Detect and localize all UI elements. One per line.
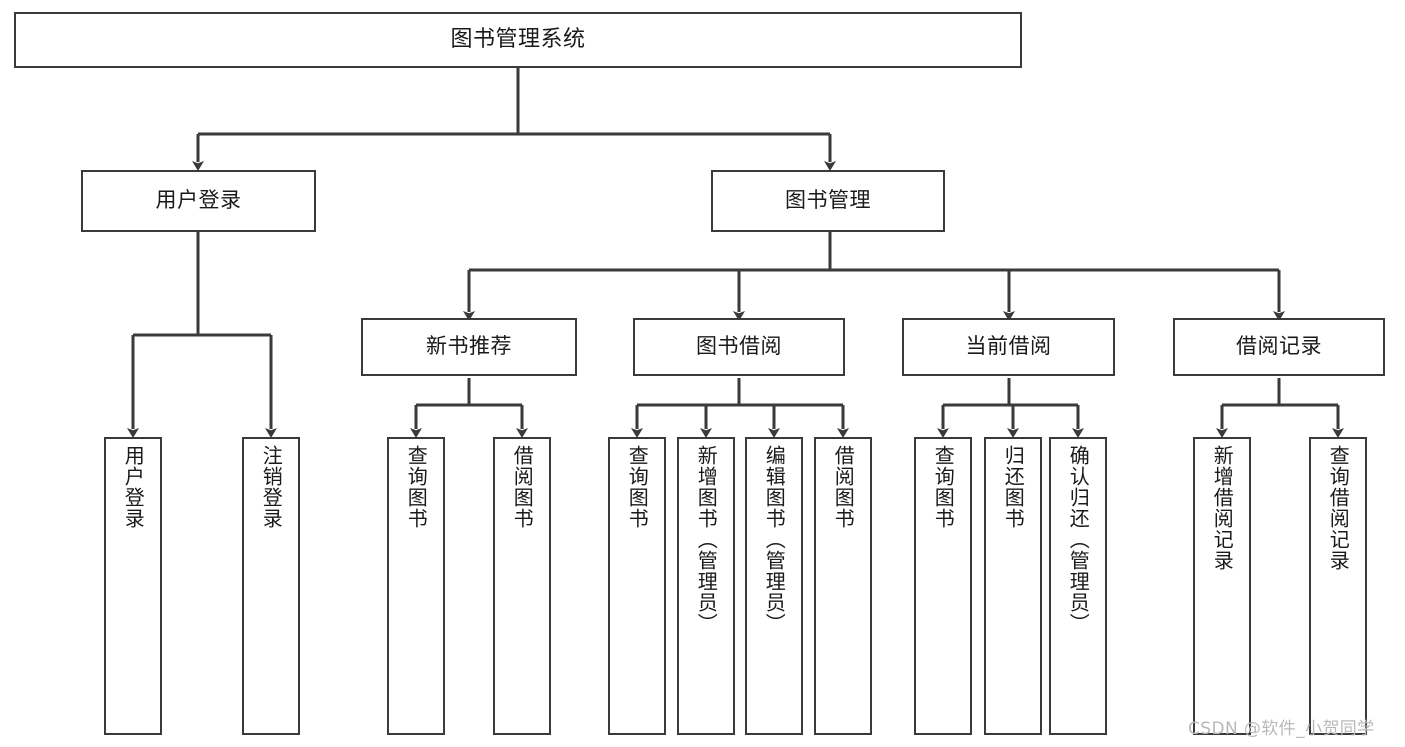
node-borrow-record[interactable]: 借阅记录 bbox=[1173, 318, 1385, 376]
node-leaf-query-book-2-label: 查询图书 bbox=[625, 445, 650, 529]
node-root-label: 图书管理系统 bbox=[450, 26, 586, 52]
node-leaf-query-book-3[interactable]: 查询图书 bbox=[914, 437, 972, 735]
node-leaf-query-record[interactable]: 查询借阅记录 bbox=[1309, 437, 1367, 735]
node-book-manage[interactable]: 图书管理 bbox=[711, 170, 945, 232]
node-leaf-query-book-2[interactable]: 查询图书 bbox=[608, 437, 666, 735]
node-leaf-return-book[interactable]: 归还图书 bbox=[984, 437, 1042, 735]
node-leaf-user-logout[interactable]: 注销登录 bbox=[242, 437, 300, 735]
node-leaf-query-record-label: 查询借阅记录 bbox=[1326, 445, 1351, 571]
node-leaf-user-logout-label: 注销登录 bbox=[259, 445, 284, 529]
node-leaf-borrow-book-1[interactable]: 借阅图书 bbox=[493, 437, 551, 735]
node-root[interactable]: 图书管理系统 bbox=[14, 12, 1022, 68]
node-new-book-recommend[interactable]: 新书推荐 bbox=[361, 318, 577, 376]
node-leaf-query-book-3-label: 查询图书 bbox=[931, 445, 956, 529]
node-leaf-user-login-label: 用户登录 bbox=[121, 445, 146, 529]
node-leaf-query-book-1[interactable]: 查询图书 bbox=[387, 437, 445, 735]
node-leaf-user-login[interactable]: 用户登录 bbox=[104, 437, 162, 735]
node-borrow-record-label: 借阅记录 bbox=[1236, 334, 1322, 359]
node-leaf-query-book-1-label: 查询图书 bbox=[404, 445, 429, 529]
node-leaf-borrow-book-2-label: 借阅图书 bbox=[831, 445, 856, 529]
node-leaf-add-record[interactable]: 新增借阅记录 bbox=[1193, 437, 1251, 735]
node-current-borrow[interactable]: 当前借阅 bbox=[902, 318, 1115, 376]
node-leaf-confirm-return[interactable]: 确认归还（管理员） bbox=[1049, 437, 1107, 735]
node-user-login-label: 用户登录 bbox=[155, 188, 242, 213]
node-leaf-borrow-book-1-label: 借阅图书 bbox=[510, 445, 535, 529]
node-leaf-return-book-label: 归还图书 bbox=[1001, 445, 1026, 529]
node-leaf-borrow-book-2[interactable]: 借阅图书 bbox=[814, 437, 872, 735]
csdn-watermark: CSDN @软件_小贺同学 bbox=[1188, 719, 1375, 739]
node-leaf-confirm-return-label: 确认归还（管理员） bbox=[1066, 445, 1091, 634]
node-book-borrow-label: 图书借阅 bbox=[696, 334, 782, 359]
node-user-login[interactable]: 用户登录 bbox=[81, 170, 316, 232]
node-current-borrow-label: 当前借阅 bbox=[965, 334, 1052, 359]
node-leaf-edit-book[interactable]: 编辑图书（管理员） bbox=[745, 437, 803, 735]
node-leaf-add-book-label: 新增图书（管理员） bbox=[694, 445, 719, 634]
node-new-book-recommend-label: 新书推荐 bbox=[426, 334, 512, 359]
node-book-manage-label: 图书管理 bbox=[785, 188, 871, 213]
node-leaf-edit-book-label: 编辑图书（管理员） bbox=[762, 445, 787, 634]
node-leaf-add-record-label: 新增借阅记录 bbox=[1210, 445, 1235, 571]
node-book-borrow[interactable]: 图书借阅 bbox=[633, 318, 845, 376]
node-leaf-add-book[interactable]: 新增图书（管理员） bbox=[677, 437, 735, 735]
